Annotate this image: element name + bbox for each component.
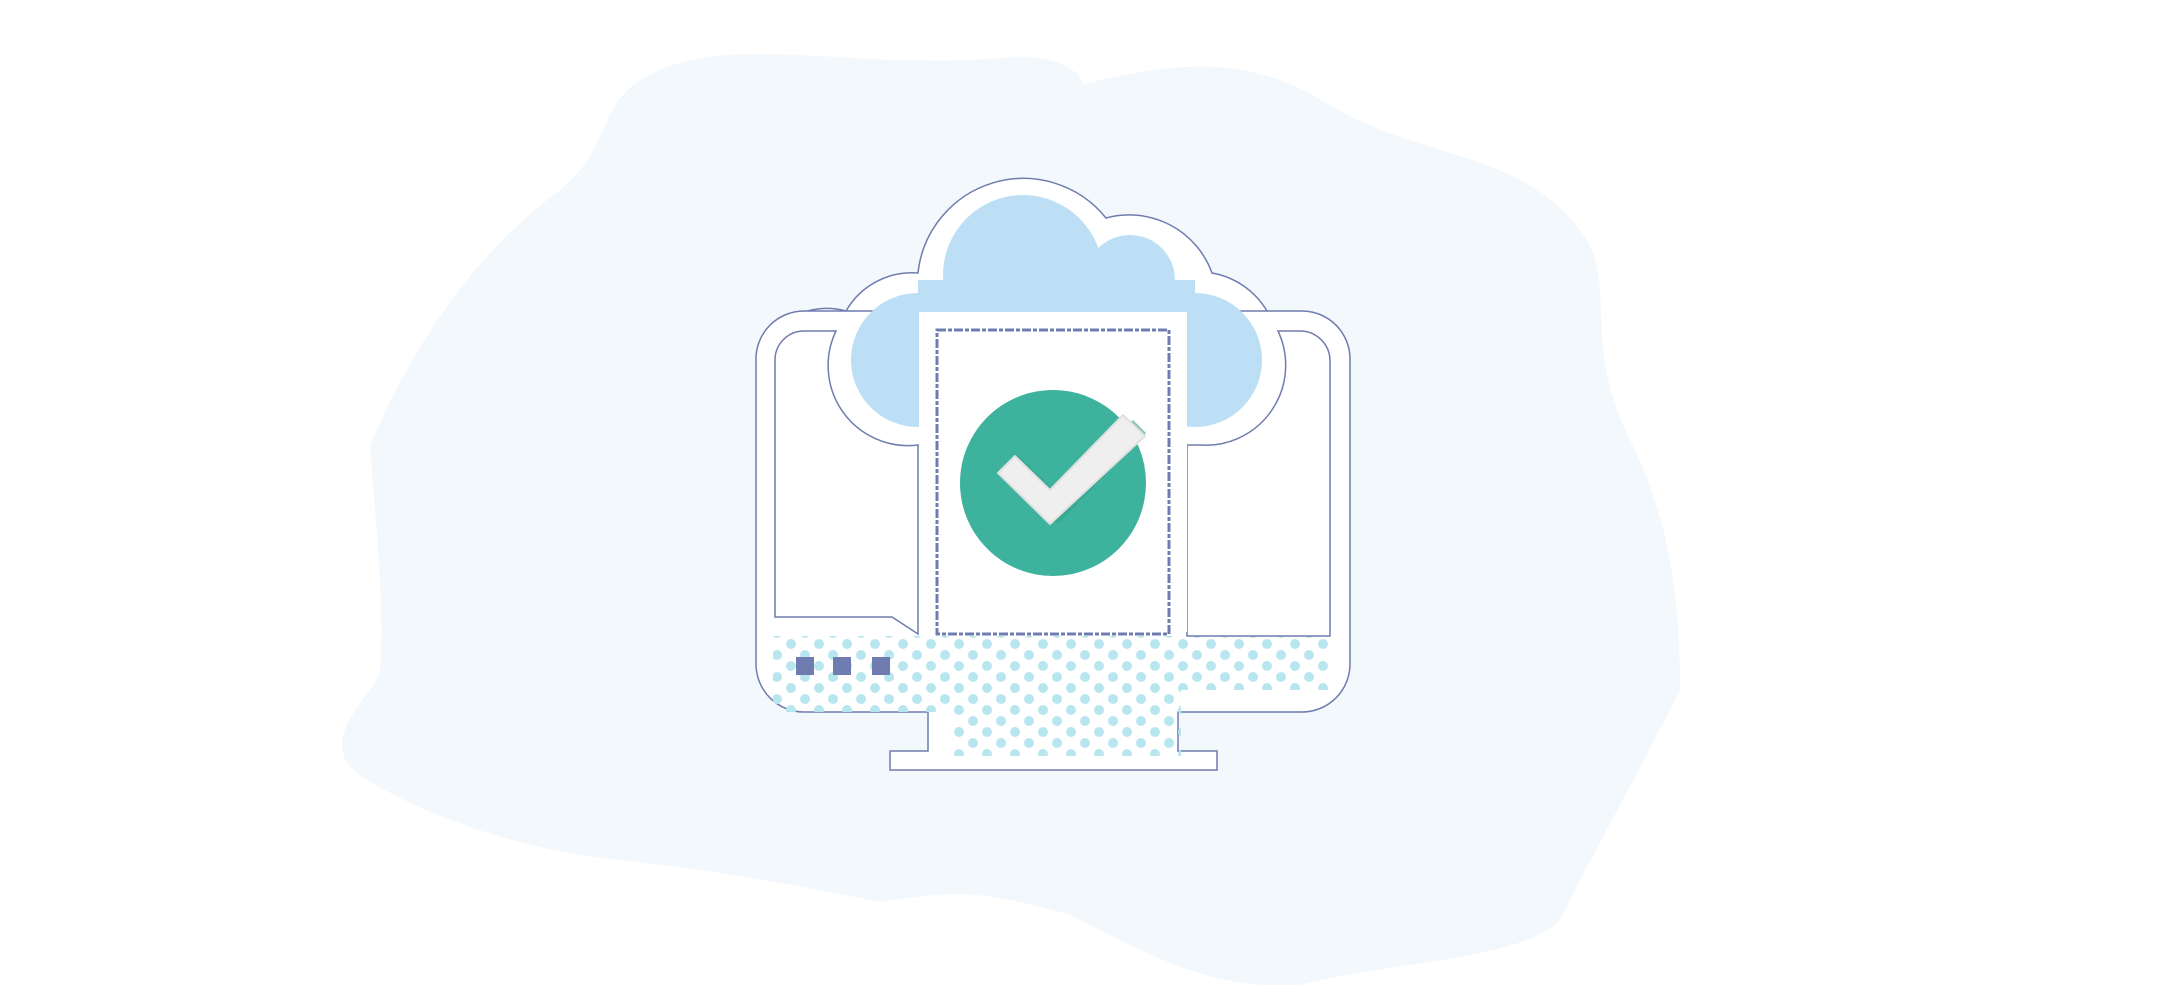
indicator-square (872, 657, 890, 675)
indicator-square (796, 657, 814, 675)
indicator-square (833, 657, 851, 675)
checkmark-icon (960, 390, 1146, 576)
